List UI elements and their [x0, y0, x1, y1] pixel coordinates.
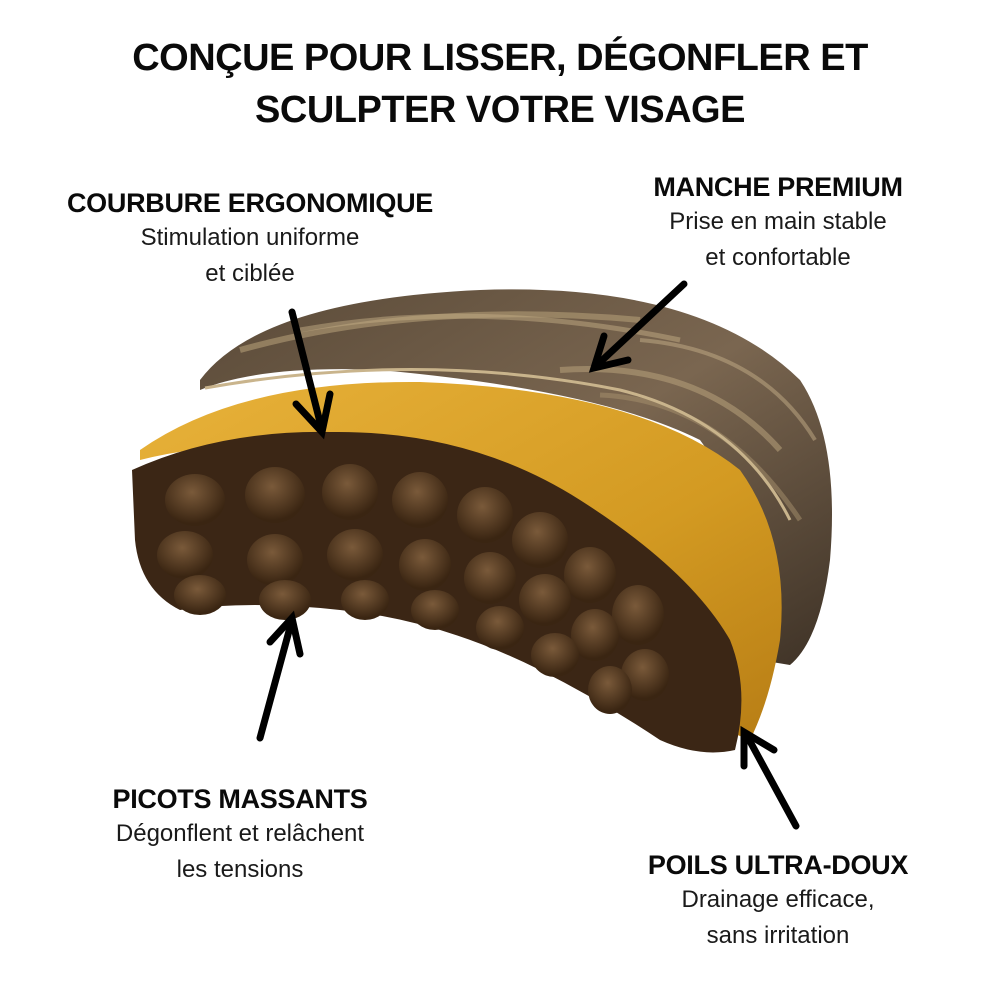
callout-heading: COURBURE ERGONOMIQUE	[66, 188, 433, 218]
callout-description-line: Stimulation uniforme	[140, 224, 360, 251]
callout-description-line: et ciblée	[205, 260, 295, 287]
title-line-1: CONÇUE POUR LISSER, DÉGONFLER ET	[132, 37, 868, 79]
callout-description-line: Drainage efficace,	[681, 886, 875, 913]
callout-heading: PICOTS MASSANTS	[112, 784, 368, 814]
massaging-nubs	[157, 464, 669, 714]
callout-description-line: Dégonflent et relâchent	[115, 820, 365, 847]
arrow-manche	[588, 280, 688, 373]
callout-description-line: les tensions	[176, 856, 304, 883]
callout-picots-massants: PICOTS MASSANTS Dégonflent et relâchent …	[80, 782, 400, 888]
callout-courbure-ergonomique: COURBURE ERGONOMIQUE Stimulation uniform…	[40, 186, 460, 292]
golden-bristles	[140, 381, 782, 740]
page-title: CONÇUE POUR LISSER, DÉGONFLER ET SCULPTE…	[0, 32, 1000, 136]
callout-poils-ultra-doux: POILS ULTRA-DOUX Drainage efficace, sans…	[620, 848, 936, 954]
callout-description-line: et confortable	[705, 244, 851, 271]
callout-description-line: sans irritation	[706, 922, 850, 949]
callout-heading: POILS ULTRA-DOUX	[647, 850, 909, 880]
arrow-poils	[740, 725, 800, 830]
arrow-picots	[256, 610, 304, 742]
callout-description-line: Prise en main stable	[669, 208, 887, 235]
arrow-courbure	[288, 308, 334, 440]
callout-manche-premium: MANCHE PREMIUM Prise en main stable et c…	[620, 170, 936, 276]
title-line-2: SCULPTER VOTRE VISAGE	[255, 89, 745, 131]
callout-heading: MANCHE PREMIUM	[653, 172, 903, 202]
